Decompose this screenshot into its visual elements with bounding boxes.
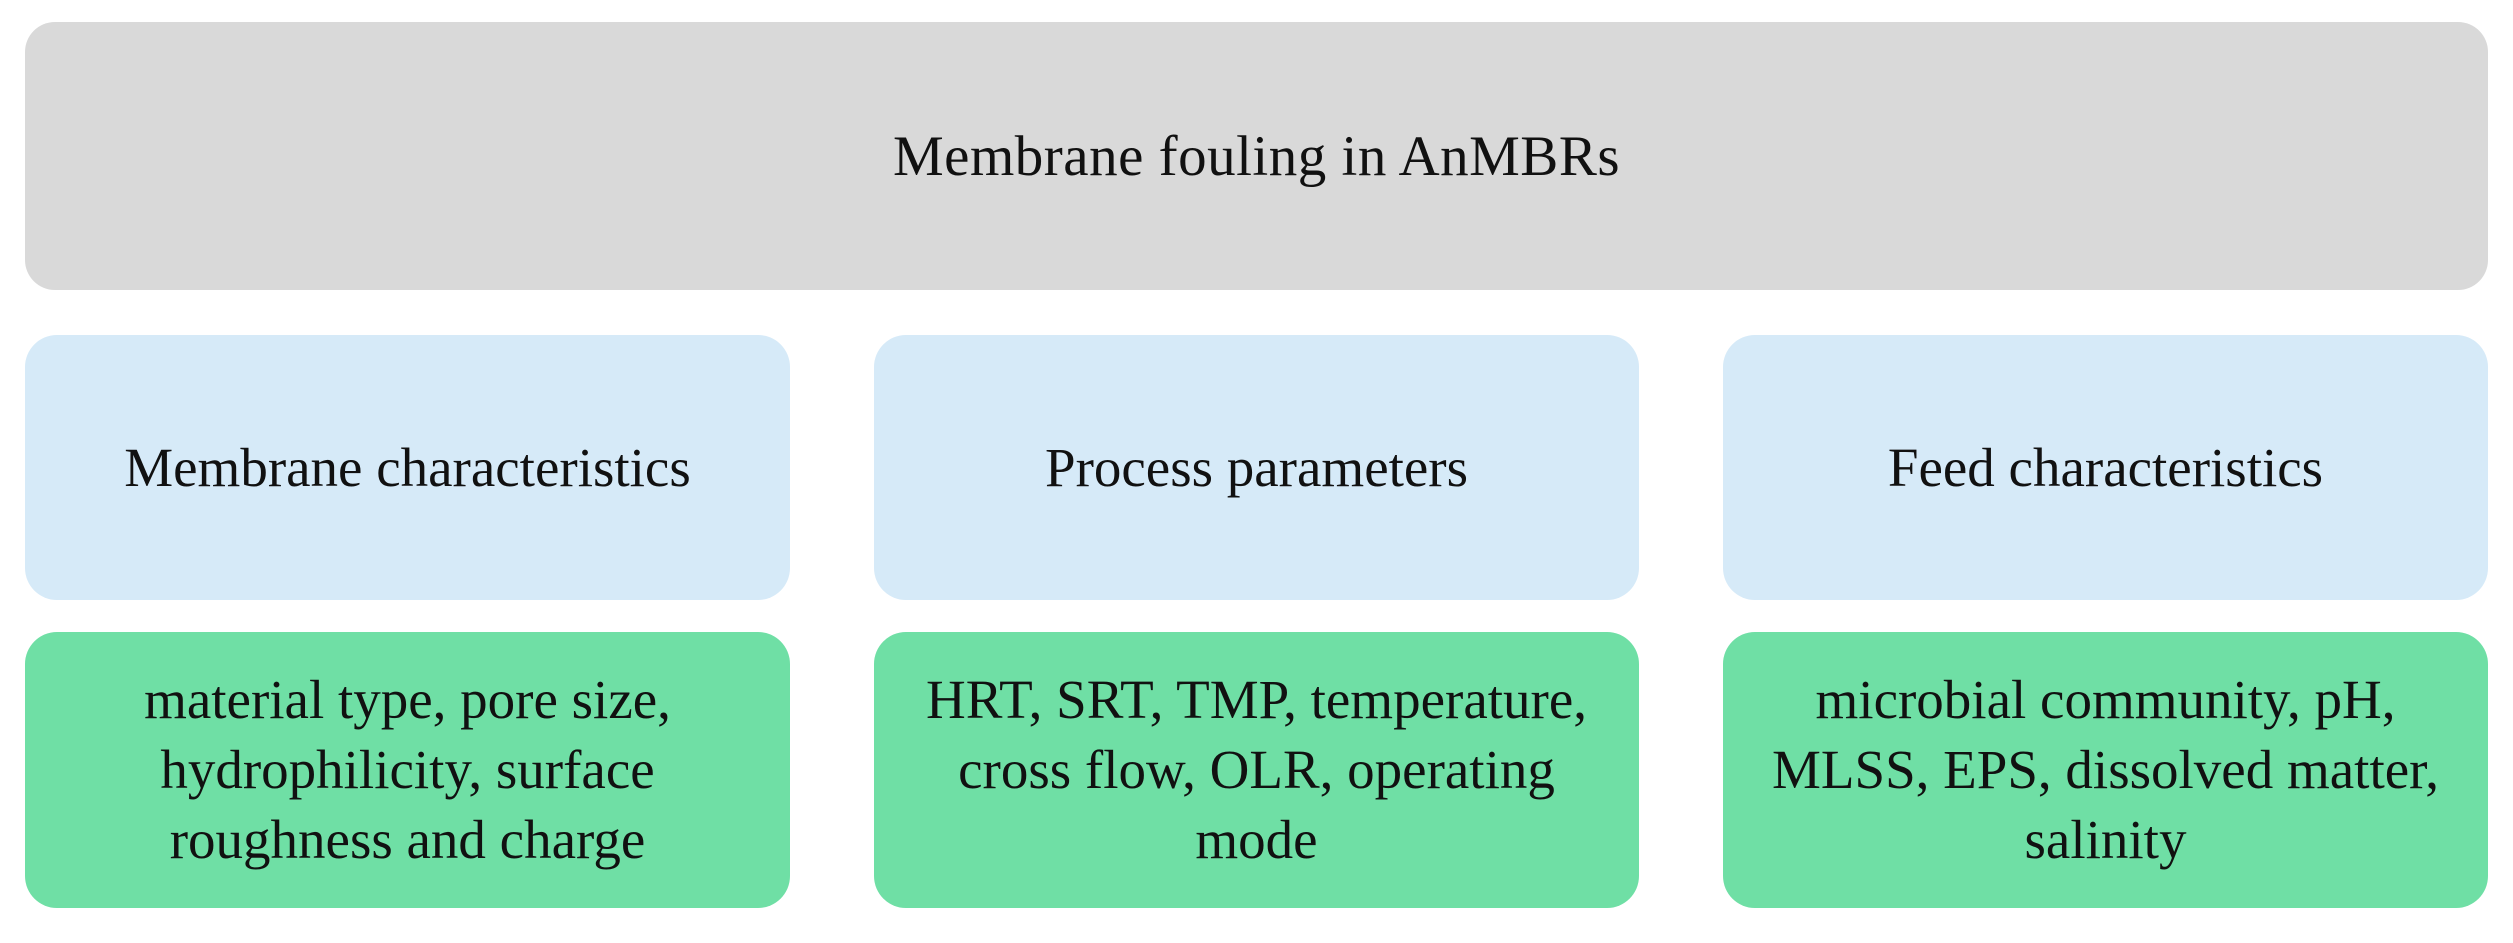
factor-row: material type, pore size, hydrophilicity…	[25, 632, 2488, 908]
category-box-feed-characteristics: Feed characteristics	[1723, 335, 2488, 600]
category-box-membrane-characteristics: Membrane characteristics	[25, 335, 790, 600]
diagram-title-box: Membrane fouling in AnMBRs	[25, 22, 2488, 290]
factor-text: material type, pore size, hydrophilicity…	[144, 669, 671, 870]
factor-text: microbial community, pH, MLSS, EPS, diss…	[1771, 669, 2439, 870]
diagram-title: Membrane fouling in AnMBRs	[892, 124, 1621, 188]
factor-box-feed-characteristics: microbial community, pH, MLSS, EPS, diss…	[1723, 632, 2488, 908]
factor-box-membrane-characteristics: material type, pore size, hydrophilicity…	[25, 632, 790, 908]
category-row: Membrane characteristics Process paramet…	[25, 335, 2488, 600]
factor-text: HRT, SRT, TMP, temperature, cross flow, …	[926, 669, 1587, 870]
category-box-process-parameters: Process parameters	[874, 335, 1639, 600]
category-label: Membrane characteristics	[124, 437, 691, 498]
category-label: Feed characteristics	[1887, 437, 2324, 498]
category-label: Process parameters	[1044, 437, 1469, 498]
factor-box-process-parameters: HRT, SRT, TMP, temperature, cross flow, …	[874, 632, 1639, 908]
